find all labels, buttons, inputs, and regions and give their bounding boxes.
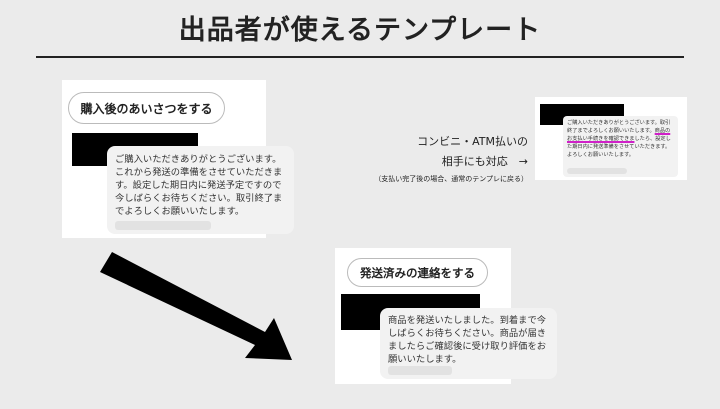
message-part: したら、設定した期日内に発送準備をさせていただきます。よろしくお願いいたします。 [567, 136, 671, 158]
placeholder-bar [567, 168, 627, 174]
note-line-1: コンビニ・ATM払いの [417, 135, 528, 148]
message-part: ご購入いただきありがとうございます。取引終了までよろしくお願いいたします。 [567, 120, 671, 134]
note-line-2: 相手にも対応 → [441, 155, 528, 168]
convenience-note: コンビニ・ATM払いの 相手にも対応 → （支払い完了後の場合、通常のテンプレに… [308, 132, 528, 186]
note-line-3: （支払い完了後の場合、通常のテンプレに戻る） [374, 175, 528, 183]
placeholder-bar [115, 221, 211, 230]
purchase-greeting-button[interactable]: 購入後のあいさつをする [68, 92, 225, 124]
shipped-notice-button[interactable]: 発送済みの連絡をする [347, 258, 488, 287]
page-title: 出品者が使えるテンプレート [178, 15, 542, 46]
purchase-message-bubble: ご購入いただきありがとうございます。これから発送の準備をさせていただきます。設定… [107, 146, 294, 234]
title-divider [36, 56, 684, 58]
convenience-message-bubble: ご購入いただきありがとうございます。取引終了までよろしくお願いいたします。商品の… [563, 116, 678, 177]
placeholder-bar [388, 366, 452, 375]
highlighted-message-part: 商品のお支払い手続きを確認できま [567, 128, 671, 142]
shipped-message-bubble: 商品を発送いたしました。到着まで今しばらくお待ちください。商品が届きましたらご確… [380, 308, 557, 379]
shipped-message: 商品を発送いたしました。到着まで今しばらくお待ちください。商品が届きましたらご確… [388, 315, 547, 365]
purchase-message: ご購入いただきありがとうございます。これから発送の準備をさせていただきます。設定… [115, 154, 283, 217]
